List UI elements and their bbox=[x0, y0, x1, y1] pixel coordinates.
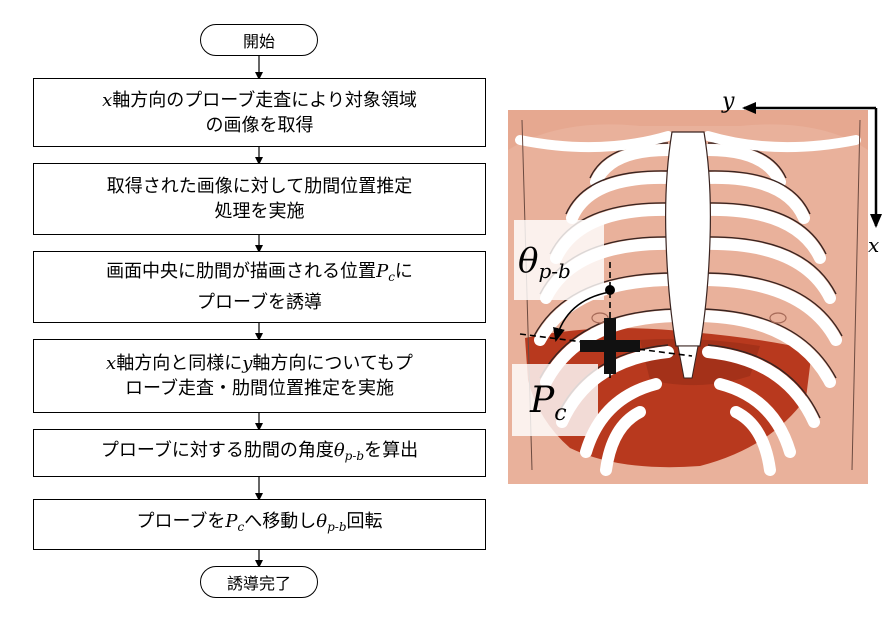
step-3-line-2: プローブを誘導 bbox=[197, 292, 322, 313]
step-4-line-2: ローブ走査・肋間位置推定を実施 bbox=[125, 378, 394, 399]
end-terminal: 誘導完了 bbox=[200, 566, 318, 598]
probe-guides bbox=[519, 262, 693, 378]
step-1-var: x bbox=[102, 89, 113, 111]
step-5-line-1: プローブに対する肋間の角度θp-bを算出 bbox=[100, 439, 419, 463]
step-3-line-1: 画面中央に肋間が描画される位置Pcに bbox=[106, 261, 413, 284]
step-6-box: プローブをPcへ移動しθp-b回転 bbox=[33, 499, 486, 550]
left-clavicle bbox=[515, 131, 673, 153]
theta-label-panel bbox=[514, 220, 604, 300]
right-nipple bbox=[769, 312, 787, 324]
step-6-line-1: プローブをPcへ移動しθp-b回転 bbox=[136, 511, 383, 534]
right-clavicle bbox=[703, 131, 861, 153]
angle-arc bbox=[553, 291, 611, 342]
step-3-box: 画面中央に肋間が描画される位置Pcに プローブを誘導 bbox=[33, 251, 486, 323]
y-axis-label: y bbox=[721, 89, 735, 114]
step-4-line-1: x軸方向と同様にy軸方向についてもプ bbox=[106, 353, 413, 374]
pc-label: Pc bbox=[529, 380, 567, 426]
body-line-right bbox=[851, 119, 861, 471]
step-2-line-1: 取得された画像に対して肋間位置推定 bbox=[106, 176, 413, 197]
step-1-line-1: x軸方向のプローブ走査により対象領域 bbox=[102, 89, 417, 111]
probe-cross-horizontal bbox=[580, 340, 640, 352]
start-label: 開始 bbox=[242, 32, 275, 51]
step-3-var: P bbox=[376, 261, 389, 282]
xiphoid-process bbox=[677, 345, 699, 379]
start-terminal: 開始 bbox=[200, 24, 318, 56]
pc-label-panel bbox=[512, 364, 598, 436]
sternum bbox=[665, 131, 711, 347]
end-label: 誘導完了 bbox=[226, 574, 291, 593]
right-ribs bbox=[694, 144, 842, 476]
step-1-box: x軸方向のプローブ走査により対象領域 の画像を取得 bbox=[33, 78, 486, 147]
step-5-box: プローブに対する肋間の角度θp-bを算出 bbox=[33, 429, 486, 477]
step-4-box: x軸方向と同様にy軸方向についてもプ ローブ走査・肋間位置推定を実施 bbox=[33, 339, 486, 413]
step-2-box: 取得された画像に対して肋間位置推定 処理を実施 bbox=[33, 163, 486, 235]
step-2-line-2: 処理を実施 bbox=[214, 201, 305, 222]
step-1-line-2: の画像を取得 bbox=[205, 114, 314, 136]
x-axis-label: x bbox=[868, 233, 879, 257]
theta-label: θp-b bbox=[518, 241, 571, 283]
angle-origin-dot bbox=[605, 285, 615, 295]
